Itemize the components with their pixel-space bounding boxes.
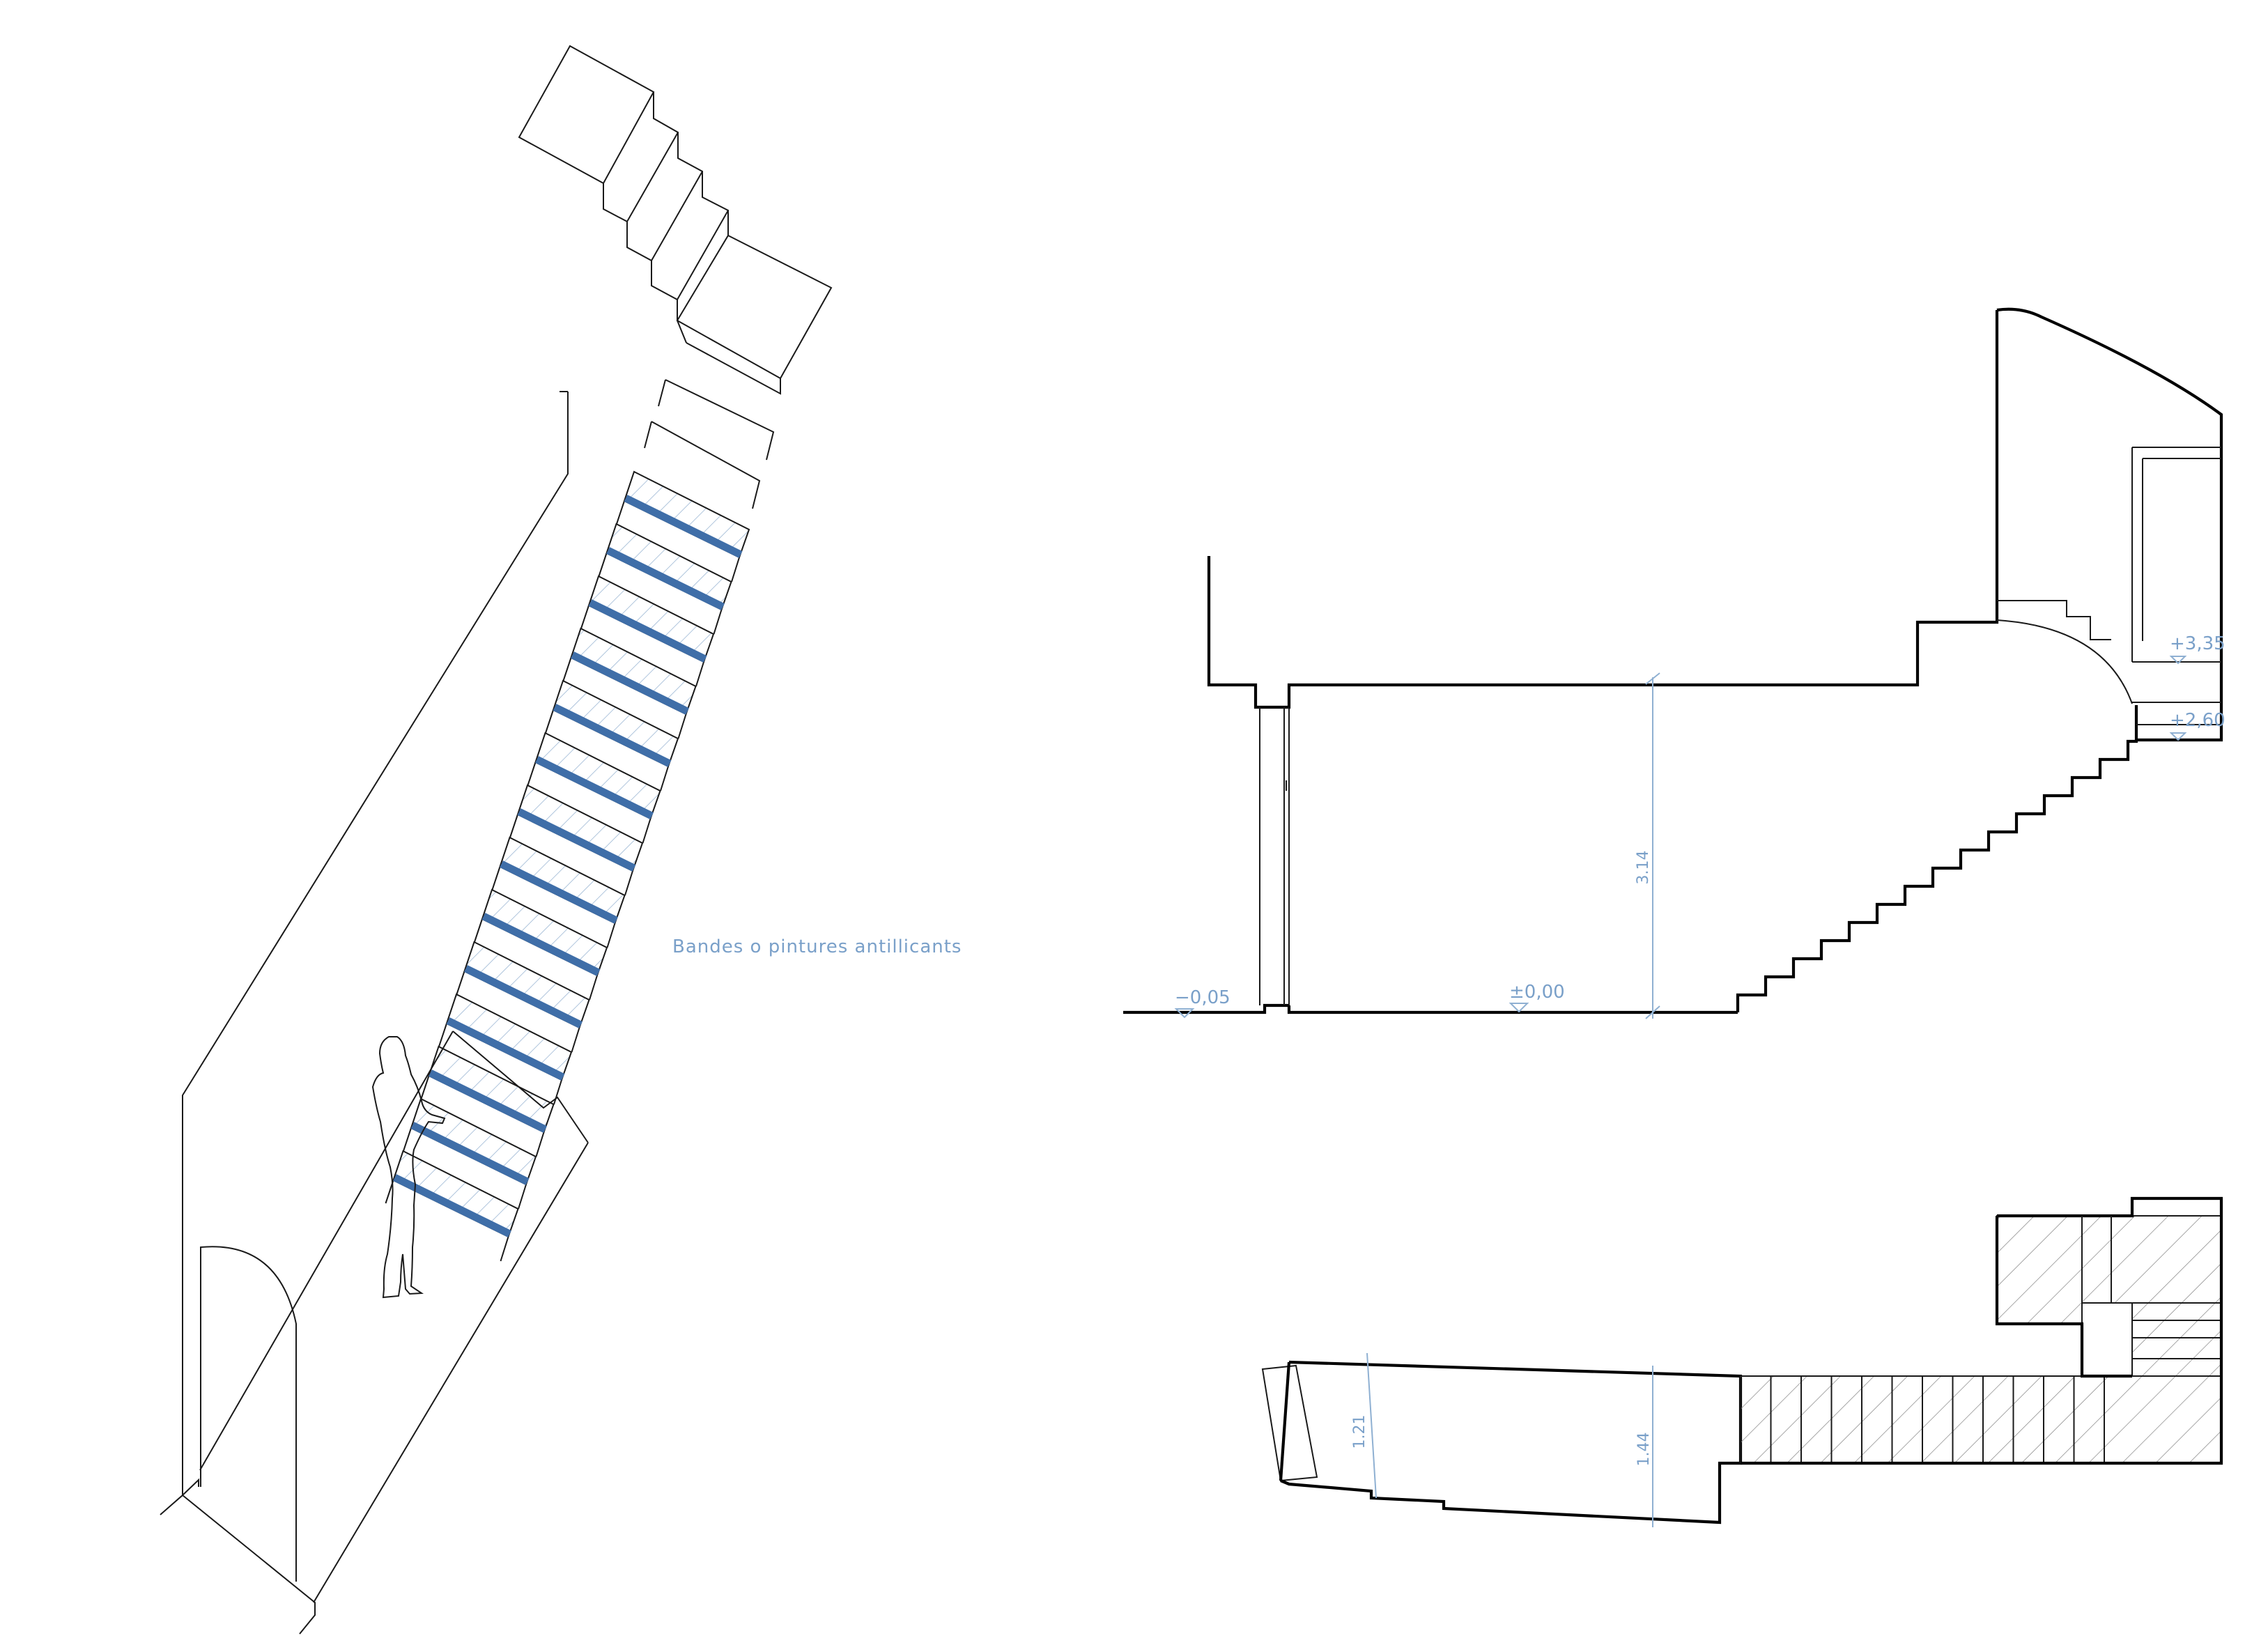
anti-slip-band [606, 547, 725, 610]
level-335: +3,35 [2170, 633, 2225, 654]
anti-slip-band [535, 756, 654, 819]
anti-slip-band [393, 1174, 511, 1237]
stair-step [644, 421, 761, 509]
level-minus-005: −0,05 [1175, 987, 1231, 1008]
anti-slip-band [553, 704, 672, 767]
person-silhouette [371, 1036, 446, 1299]
stair-riser [545, 709, 669, 792]
stair-flight [385, 379, 775, 1262]
stair-riser [509, 814, 633, 896]
stair-riser [598, 553, 723, 635]
anti-slip-band [624, 495, 743, 558]
plan-view: 1.21 1.44 [1261, 1196, 2223, 1527]
axonometric-view [160, 45, 833, 1635]
anti-slip-band [464, 965, 583, 1028]
level-000: ±0,00 [1509, 982, 1565, 1003]
anti-slip-band [588, 599, 707, 663]
dim-plan-width-left: 1.21 [1351, 1415, 1368, 1449]
stair-riser [580, 605, 704, 687]
stair-riser [491, 866, 616, 948]
annotation-anti-slip: Bandes o pintures antillicants [672, 936, 962, 957]
anti-slip-band [410, 1122, 530, 1185]
dim-section-height: 3.14 [1635, 851, 1652, 885]
anti-slip-band [481, 913, 601, 976]
stair-riser [616, 500, 740, 582]
stair-riser [420, 1075, 545, 1157]
anti-slip-band [446, 1017, 565, 1081]
stair-riser [562, 657, 687, 739]
anti-slip-band [500, 860, 618, 924]
dim-plan-width-right: 1.44 [1635, 1433, 1653, 1467]
anti-slip-band [571, 651, 689, 715]
anti-slip-band [429, 1070, 547, 1133]
stair-riser [438, 1023, 562, 1105]
stair-riser [474, 918, 598, 1001]
stair-riser [527, 762, 651, 844]
stair-riser [456, 971, 580, 1053]
section-view: 3.14 −0,05 ±0,00 +3,35 +2,60 [1123, 307, 2225, 1019]
stair-riser [403, 1127, 527, 1210]
level-260: +2,60 [2170, 710, 2225, 731]
anti-slip-band [517, 808, 636, 872]
stair-step [658, 379, 775, 461]
